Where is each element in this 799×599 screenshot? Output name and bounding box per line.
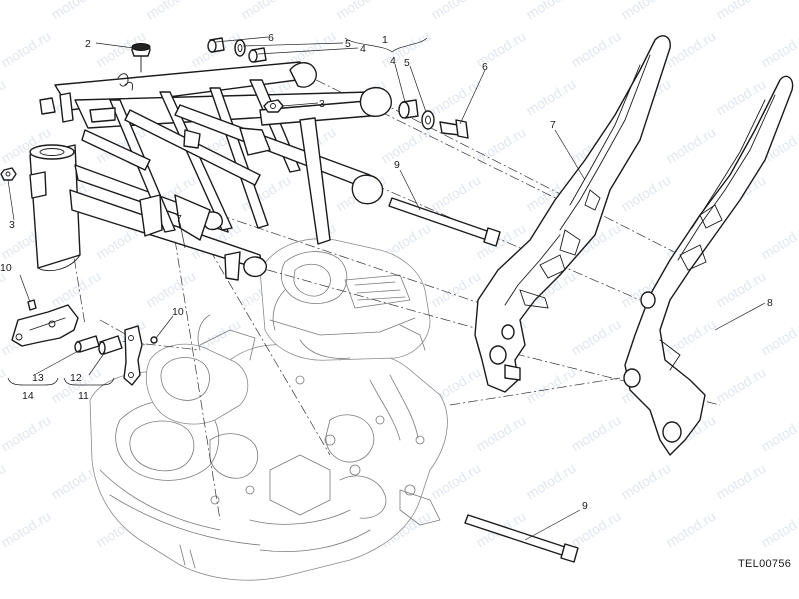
hardware-upper-right bbox=[398, 99, 469, 139]
main-frame-trellis bbox=[29, 61, 392, 281]
part-12-spacer bbox=[98, 335, 123, 355]
callout-labels: 1 2 3 3 4 4 5 5 6 6 7 7 8 9 9 10 10 11 1… bbox=[0, 32, 773, 512]
watermark-text: motod.ru bbox=[663, 316, 718, 359]
watermark-text: motod.ru bbox=[618, 172, 673, 215]
callout-1: 1 bbox=[382, 34, 388, 46]
callout-6-upper: 6 bbox=[268, 32, 274, 44]
watermark-text: motod.ru bbox=[0, 76, 8, 119]
callout-12: 12 bbox=[70, 372, 82, 384]
watermark-text: motod.ru bbox=[758, 316, 799, 359]
part-10-bolt-left bbox=[27, 299, 37, 311]
watermark-text: motod.ru bbox=[0, 412, 53, 455]
watermark-text: motod.ru bbox=[428, 0, 483, 23]
watermark-text: motod.ru bbox=[713, 268, 768, 311]
watermark-text: motod.ru bbox=[568, 316, 623, 359]
watermark-text: motod.ru bbox=[378, 124, 433, 167]
part-8-rear-subframe-right bbox=[623, 75, 794, 456]
callout-5-right: 5 bbox=[404, 57, 410, 69]
hardware-upper-left bbox=[207, 37, 267, 63]
watermark-text: motod.ru bbox=[568, 508, 623, 551]
callout-10-right: 10 bbox=[172, 306, 184, 318]
watermark-text: motod.ru bbox=[0, 460, 8, 503]
callout-13: 13 bbox=[32, 372, 44, 384]
watermark-text: motod.ru bbox=[473, 412, 528, 455]
watermark-text: motod.ru bbox=[143, 0, 198, 23]
part-11-side-bracket bbox=[123, 325, 143, 386]
watermark-text: motod.ru bbox=[523, 364, 578, 407]
watermark-text: motod.ru bbox=[428, 460, 483, 503]
watermark-text: motod.ru bbox=[758, 508, 799, 551]
part-14-side-bracket bbox=[11, 304, 79, 347]
part-10-bolt-right bbox=[150, 336, 158, 344]
watermark-text: motod.ru bbox=[0, 508, 53, 551]
watermark-text: motod.ru bbox=[758, 28, 799, 71]
callout-10-left: 10 bbox=[0, 262, 12, 274]
part-9-through-bolt-upper bbox=[388, 197, 501, 247]
watermark-text: motod.ru bbox=[48, 0, 103, 23]
watermark-text: motod.ru bbox=[758, 220, 799, 263]
watermark-text: motod.ru bbox=[523, 460, 578, 503]
callout-11: 11 bbox=[78, 390, 89, 402]
watermark-text: motod.ru bbox=[713, 76, 768, 119]
engine-assembly bbox=[89, 238, 448, 581]
watermark-text: motod.ru bbox=[663, 28, 718, 71]
callout-14: 14 bbox=[22, 390, 34, 402]
watermark-text: motod.ru bbox=[333, 0, 388, 23]
callout-9-upper: 9 bbox=[394, 159, 400, 171]
watermark-text: motod.ru bbox=[0, 28, 53, 71]
watermark-text: motod.ru bbox=[428, 268, 483, 311]
callout-7-right: 7 bbox=[550, 119, 556, 131]
watermark-text: motod.ru bbox=[143, 268, 198, 311]
callout-4-right: 4 bbox=[390, 55, 396, 67]
part-2-rubber-cap bbox=[131, 43, 151, 73]
callout-4-upper: 4 bbox=[360, 43, 366, 55]
callout-7-left: 7 bbox=[176, 213, 182, 225]
watermark-text: motod.ru bbox=[473, 124, 528, 167]
watermark-text: motod.ru bbox=[713, 364, 768, 407]
watermark-text: motod.ru bbox=[713, 460, 768, 503]
watermark-text: motod.ru bbox=[428, 76, 483, 119]
part-9-through-bolt-lower bbox=[464, 514, 579, 563]
drawing-reference-code: TEL00756 bbox=[738, 558, 791, 570]
watermark-text: motod.ru bbox=[618, 460, 673, 503]
watermark-text: motod.ru bbox=[663, 508, 718, 551]
watermark-text: motod.ru bbox=[523, 76, 578, 119]
watermark-text: motod.ru bbox=[568, 412, 623, 455]
part-7-rear-subframe-left bbox=[474, 35, 671, 393]
watermark-text: motod.ru bbox=[0, 0, 8, 23]
watermark-text: motod.ru bbox=[0, 364, 8, 407]
callout-3-left: 3 bbox=[9, 219, 15, 231]
watermark-text: motod.ru bbox=[48, 268, 103, 311]
part-3-nut-upper bbox=[263, 99, 284, 113]
watermark-text: motod.ru bbox=[238, 0, 293, 23]
callout-6-right: 6 bbox=[482, 61, 488, 73]
callout-2: 2 bbox=[85, 38, 91, 50]
watermark-text: motod.ru bbox=[758, 412, 799, 455]
callout-leaders bbox=[7, 36, 766, 541]
callout-3-upper: 3 bbox=[319, 98, 325, 110]
watermark-text: motod.ru bbox=[428, 172, 483, 215]
callout-9-lower: 9 bbox=[582, 500, 588, 512]
watermark-text: motod.ru bbox=[0, 268, 8, 311]
watermark-text: motod.ru bbox=[618, 0, 673, 23]
watermark-text: motod.ru bbox=[568, 28, 623, 71]
callout-5-upper: 5 bbox=[345, 38, 351, 50]
watermark-text: motod.ru bbox=[523, 0, 578, 23]
callout-8: 8 bbox=[767, 297, 773, 309]
part-3-nut-left bbox=[0, 167, 17, 181]
watermark-text: motod.ru bbox=[713, 0, 768, 23]
watermark-text: motod.ru bbox=[663, 124, 718, 167]
